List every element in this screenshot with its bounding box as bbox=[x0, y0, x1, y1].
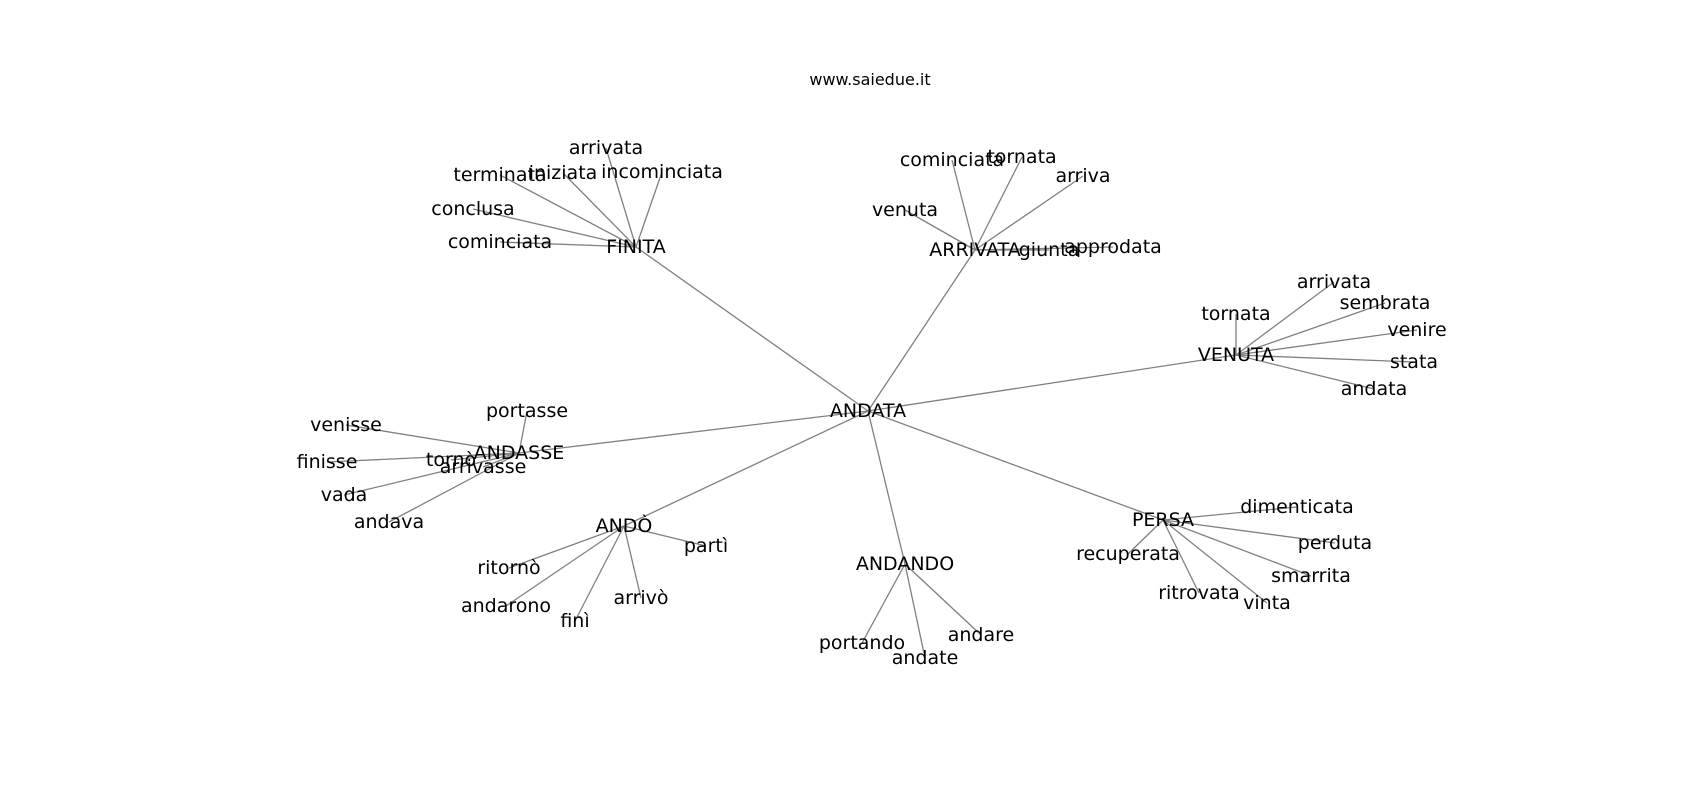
node-label: ANDASSE bbox=[474, 442, 565, 464]
node-label: incominciata bbox=[601, 161, 723, 183]
node-label: portando bbox=[819, 632, 905, 654]
edge bbox=[974, 156, 1023, 251]
edge bbox=[518, 410, 869, 454]
node-label: venisse bbox=[310, 414, 382, 436]
edge bbox=[904, 563, 926, 659]
edge bbox=[472, 208, 637, 248]
node-label: ANDÒ bbox=[596, 513, 653, 537]
page-title: www.saiedue.it bbox=[809, 70, 931, 89]
edge bbox=[1235, 354, 1415, 363]
node-label: stata bbox=[1390, 351, 1438, 373]
edge bbox=[861, 563, 906, 644]
node-label: ARRIVATA bbox=[929, 239, 1020, 261]
node-label: andate bbox=[892, 647, 959, 669]
edge bbox=[605, 147, 637, 248]
edge bbox=[904, 563, 982, 636]
node-label: arrivasse bbox=[440, 456, 527, 478]
node-label: partì bbox=[684, 535, 728, 557]
edge bbox=[1162, 519, 1200, 594]
edge bbox=[482, 452, 520, 468]
edge bbox=[499, 241, 637, 248]
node-label: dimenticata bbox=[1240, 496, 1354, 518]
node-label: andata bbox=[1341, 378, 1407, 400]
node-label: recuperata bbox=[1076, 543, 1180, 565]
edge bbox=[867, 249, 976, 412]
node-label: cominciata bbox=[900, 149, 1004, 171]
edge bbox=[1162, 519, 1312, 577]
edge bbox=[867, 410, 906, 565]
edge bbox=[974, 175, 1084, 251]
edge bbox=[1162, 519, 1336, 544]
node-label: sembrata bbox=[1340, 292, 1431, 314]
edge bbox=[623, 410, 869, 527]
edge bbox=[623, 525, 707, 547]
edge bbox=[508, 525, 625, 569]
edge bbox=[1127, 519, 1164, 555]
edge bbox=[1162, 506, 1298, 521]
node-label: vada bbox=[321, 484, 368, 506]
node-label: ANDATA bbox=[830, 400, 906, 422]
node-label: finisse bbox=[297, 451, 358, 473]
edge bbox=[904, 209, 976, 251]
node-label: andare bbox=[948, 624, 1014, 646]
edges-layer bbox=[326, 147, 1418, 659]
edge bbox=[450, 452, 520, 461]
edge bbox=[1235, 281, 1335, 356]
edge bbox=[343, 452, 520, 496]
edge bbox=[574, 525, 625, 622]
node-label: arrivata bbox=[1297, 271, 1371, 293]
node-label: tornata bbox=[987, 146, 1056, 168]
edge bbox=[562, 172, 637, 248]
node-label: approdata bbox=[1064, 236, 1162, 258]
edge bbox=[1162, 519, 1268, 604]
node-label: giunta bbox=[1019, 239, 1080, 261]
edge bbox=[499, 174, 637, 248]
node-label: arrivata bbox=[569, 137, 643, 159]
node-label: ritornò bbox=[477, 557, 540, 579]
node-label: vinta bbox=[1243, 592, 1291, 614]
node-label: conclusa bbox=[431, 198, 514, 220]
node-label: finì bbox=[560, 610, 589, 632]
node-label: tornò bbox=[426, 449, 476, 471]
node-label: arrivò bbox=[613, 587, 668, 609]
edge bbox=[951, 159, 976, 251]
node-label: venuta bbox=[872, 199, 938, 221]
node-label: tornata bbox=[1201, 303, 1270, 325]
edge bbox=[1235, 329, 1418, 356]
node-label: PERSA bbox=[1132, 509, 1194, 531]
edge bbox=[1235, 354, 1375, 390]
edge bbox=[388, 452, 520, 523]
edge bbox=[623, 525, 642, 599]
node-label: portasse bbox=[486, 400, 568, 422]
edge bbox=[635, 246, 869, 412]
node-label: smarrita bbox=[1271, 565, 1351, 587]
node-label: ANDANDO bbox=[856, 553, 954, 575]
node-label: andava bbox=[354, 511, 424, 533]
node-label: ritrovata bbox=[1158, 582, 1240, 604]
node-label: VENUTA bbox=[1198, 344, 1274, 366]
edge bbox=[867, 354, 1237, 412]
edge bbox=[518, 410, 528, 454]
edge bbox=[345, 424, 520, 454]
edge bbox=[326, 452, 520, 463]
node-label: terminata bbox=[453, 164, 546, 186]
edge bbox=[974, 246, 1114, 251]
edge bbox=[635, 171, 663, 248]
node-label: iniziata bbox=[529, 162, 598, 184]
node-label: FINITA bbox=[606, 236, 665, 258]
node-label: andarono bbox=[461, 595, 551, 617]
node-label: perduta bbox=[1298, 532, 1372, 554]
labels-layer: ANDATA FINITA ARRIVATA VENUTA ANDASSE ANDÒ AND… bbox=[297, 137, 1447, 669]
edge bbox=[505, 525, 625, 607]
edge bbox=[867, 410, 1164, 521]
node-label: arriva bbox=[1055, 165, 1110, 187]
edge bbox=[1235, 302, 1386, 356]
node-label: cominciata bbox=[448, 231, 552, 253]
node-label: venire bbox=[1387, 319, 1446, 341]
